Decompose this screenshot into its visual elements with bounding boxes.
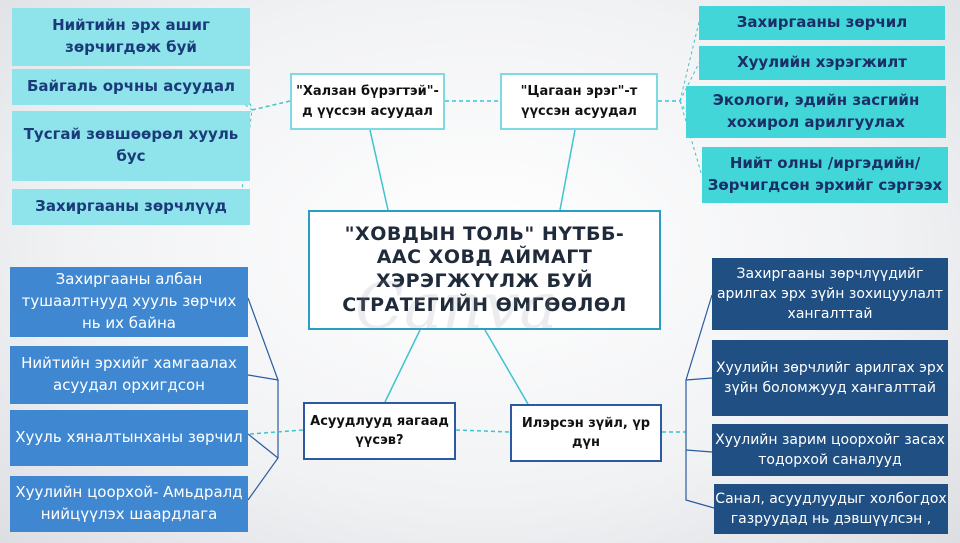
connector-top-right-4 (679, 100, 703, 177)
bottom-right-item-3: Хуулийн зарим цоорхойг засах тодорхой са… (712, 424, 948, 476)
top-left-item-4: Захиргааны зөрчлүүд (12, 189, 250, 225)
bottom-right-item-2-label: Хуулийн зөрчлийг арилгах эрх зүйн боломж… (715, 359, 945, 396)
connector-center-bottom-right (484, 329, 529, 405)
hub-bottom-left: Асуудлууд яагаад үүсэв? (303, 402, 456, 460)
hub-bottom-left-label: Асуудлууд яагаад үүсэв? (310, 413, 449, 449)
top-left-item-2: Байгаль орчны асуудал (12, 69, 250, 105)
connector-top-right-2 (679, 62, 700, 102)
hub-top-right-label: "Цагаан эрэг"-т үүссэн асуудал (520, 84, 638, 119)
connector-hub-top-left (251, 100, 291, 111)
top-left-item-2-label: Байгаль орчны асуудал (26, 77, 235, 96)
top-right-item-1: Захиргааны зөрчил (699, 6, 945, 40)
connector-bottom-right-2 (685, 377, 713, 381)
bottom-right-item-4-label: Санал, асуудлуудыг холбогдох газруудад н… (715, 490, 947, 527)
top-left-item-3: Тусгай зөвшөөрөл хууль бус (12, 111, 250, 181)
center-title-box: "ХОВДЫН ТОЛЬ" НҮТББ-ААС ХОВД АЙМАГТ ХЭРЭ… (308, 210, 661, 330)
bottom-left-item-4: Хуулийн цоорхой- Амьдралд нийцүүлэх шаар… (10, 476, 248, 532)
hub-bottom-right-label: Илэрсэн зүйл, үр дүн (521, 415, 651, 451)
top-right-item-4: Нийт олны /иргэдийн/ Зөрчигдсөн эрхийг с… (702, 147, 948, 203)
hub-top-right: "Цагаан эрэг"-т үүссэн асуудал (500, 73, 658, 130)
top-right-item-4-label: Нийт олны /иргэдийн/ Зөрчигдсөн эрхийг с… (707, 154, 943, 194)
connector-center-top-left (369, 129, 389, 211)
bottom-right-item-1-label: Захиргааны зөрчлүүдийг арилгах эрх зүйн … (716, 265, 944, 323)
bottom-left-item-1-label: Захиргааны албан тушаалтнууд хууль зөрчи… (21, 270, 237, 332)
connector-hub-bottom-right-a (455, 429, 511, 433)
hub-bottom-right: Илэрсэн зүйл, үр дүн (510, 404, 662, 462)
bottom-left-item-4-label: Хуулийн цоорхой- Амьдралд нийцүүлэх шаар… (15, 483, 243, 523)
connector-center-top-right (559, 129, 576, 211)
bottom-left-item-2: Нийтийн эрхийг хамгаалах асуудал орхигдс… (10, 346, 248, 404)
bottom-right-item-3-label: Хуулийн зарим цоорхойг засах тодорхой са… (715, 431, 945, 468)
top-left-item-4-label: Захиргааны зөрчлүүд (35, 197, 227, 216)
connector-top-right-1 (679, 21, 700, 102)
bottom-right-item-4: Санал, асуудлуудыг холбогдох газруудад н… (714, 484, 948, 534)
top-right-item-1-label: Захиргааны зөрчил (736, 13, 908, 32)
bottom-left-item-1: Захиргааны албан тушаалтнууд хууль зөрчи… (10, 267, 248, 337)
connector-top-left-4 (239, 109, 253, 206)
top-right-item-2: Хуулийн хэрэгжилт (699, 46, 945, 80)
bottom-right-item-1: Захиргааны зөрчлүүдийг арилгах эрх зүйн … (712, 258, 948, 330)
top-left-item-1-label: Нийтийн эрх ашиг зөрчигдөж буй (52, 16, 210, 56)
connector-bottom-right-bracket (685, 294, 715, 509)
top-right-item-2-label: Хуулийн хэрэгжилт (737, 53, 907, 72)
connector-bottom-left-bracket-2 (247, 433, 279, 501)
bottom-left-item-3-label: Хууль хяналтынханы зөрчил (15, 428, 243, 447)
bottom-left-item-3: Хууль хяналтынханы зөрчил (10, 410, 248, 466)
connector-bottom-right-3 (685, 449, 713, 453)
connector-hub-bottom-left (249, 429, 304, 435)
hub-top-left: "Халзан бүрэгтэй"-д үүссэн асуудал (290, 73, 445, 130)
bottom-right-item-2: Хуулийн зөрчлийг арилгах эрх зүйн боломж… (712, 340, 948, 416)
top-right-item-3: Экологи, эдийн засгийн хохирол арилгуула… (686, 86, 946, 138)
connector-bottom-left-bracket (247, 297, 279, 381)
hub-top-left-label: "Халзан бүрэгтэй"-д үүссэн асуудал (296, 84, 439, 119)
top-left-item-1: Нийтийн эрх ашиг зөрчигдөж буй (12, 8, 250, 66)
top-left-item-3-label: Тусгай зөвшөөрөл хууль бус (23, 125, 239, 165)
top-right-item-3-label: Экологи, эдийн засгийн хохирол арилгуула… (712, 91, 920, 131)
center-title: "ХОВДЫН ТОЛЬ" НҮТББ-ААС ХОВД АЙМАГТ ХЭРЭ… (342, 222, 627, 316)
connector-center-bottom-left (384, 329, 421, 403)
bottom-left-item-2-label: Нийтийн эрхийг хамгаалах асуудал орхигдс… (21, 354, 237, 394)
